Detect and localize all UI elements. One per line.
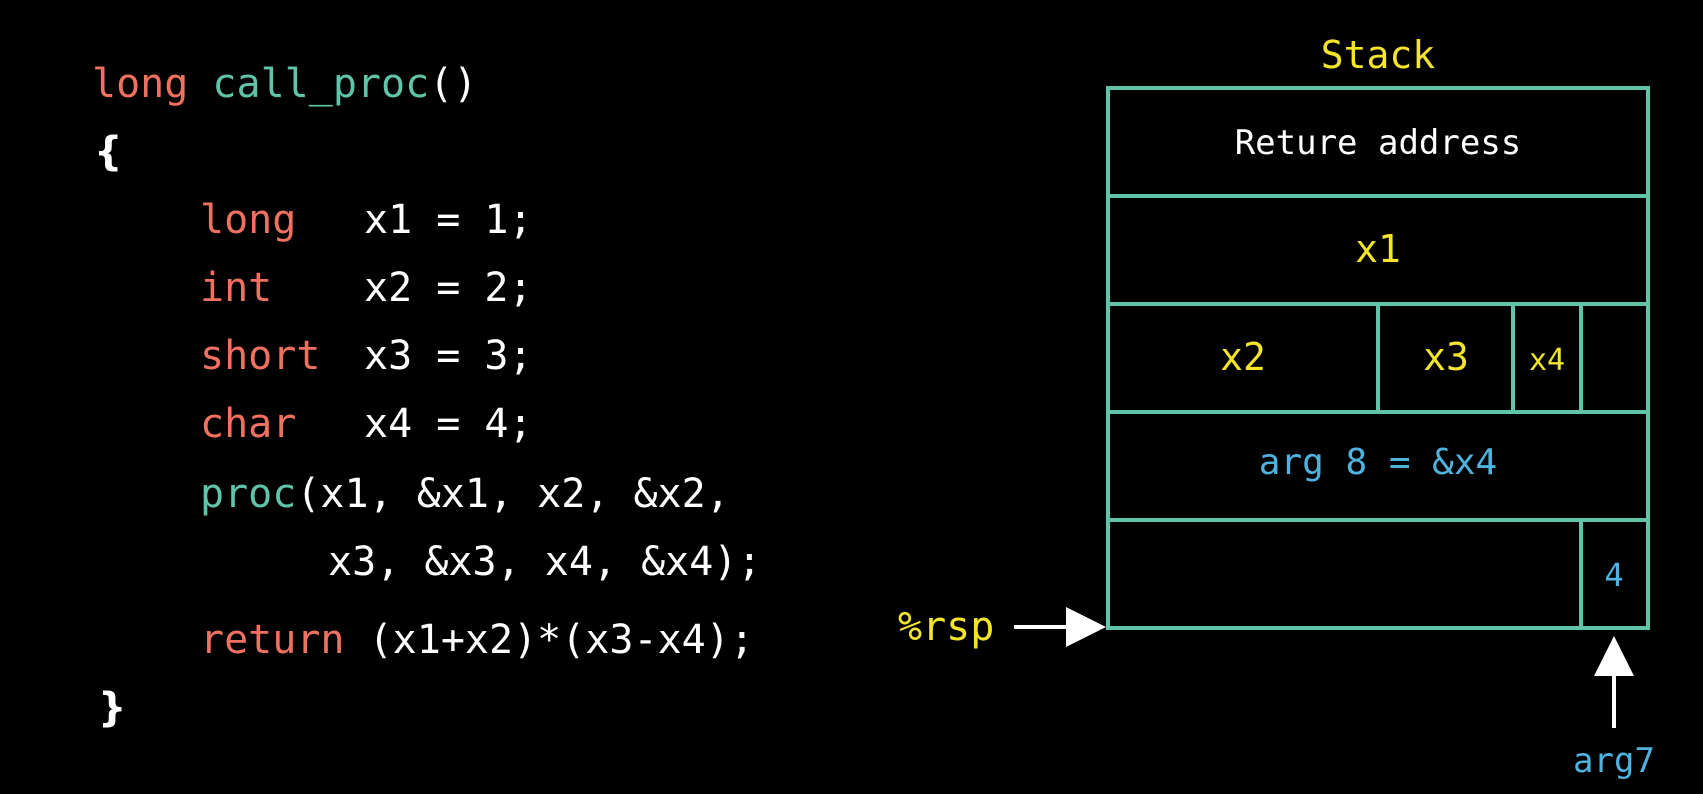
close-brace: } (98, 685, 127, 731)
code-line-call: proc(x1, &x1, x2, &x2, (200, 470, 730, 518)
return-type-keyword: long (92, 61, 189, 107)
code-line-decl-x4: char x4 = 4; (200, 400, 533, 448)
x4-cell: x4 (1529, 343, 1565, 378)
x2-cell: x2 (1220, 335, 1266, 379)
x3-cell: x3 (1423, 335, 1469, 379)
decl-statement: x4 = 4; (364, 401, 533, 447)
stack-frame (1106, 86, 1650, 630)
x1-cell: x1 (1355, 227, 1401, 271)
code-line-signature: long call_proc() (92, 60, 477, 108)
decl-statement: x3 = 3; (364, 333, 533, 379)
decl-statement: x1 = 1; (364, 197, 533, 243)
code-line-decl-x3: short x3 = 3; (200, 332, 533, 380)
code-line-return: return (x1+x2)*(x3-x4); (200, 616, 754, 664)
open-brace: { (94, 129, 123, 175)
decl-type: char (200, 401, 297, 447)
decl-type: int (200, 265, 273, 311)
call-function-name: proc (200, 471, 297, 517)
arg7-value-cell: 4 (1604, 556, 1623, 594)
function-name: call_proc (212, 61, 430, 107)
code-panel: long call_proc() { long x1 = 1; int x2 = 2… (92, 60, 762, 731)
decl-type: long (200, 197, 297, 243)
code-line-call-continued: x3, &x3, x4, &x4); (328, 539, 762, 585)
code-line-decl-x1: long x1 = 1; (200, 196, 533, 244)
return-address-cell: Reture address (1235, 123, 1522, 163)
arg8-cell: arg 8 = &x4 (1259, 442, 1497, 483)
signature-parens: () (429, 61, 478, 107)
call-args: (x1, &x1, x2, &x2, (296, 471, 730, 517)
code-line-decl-x2: int x2 = 2; (200, 264, 533, 312)
arg7-label: arg7 (1573, 741, 1655, 781)
rsp-label: %rsp (898, 604, 994, 650)
stack-title: Stack (1321, 33, 1436, 77)
decl-statement: x2 = 2; (364, 265, 533, 311)
return-keyword: return (200, 617, 345, 663)
return-expression: (x1+x2)*(x3-x4); (368, 617, 754, 663)
decl-type: short (200, 333, 321, 379)
